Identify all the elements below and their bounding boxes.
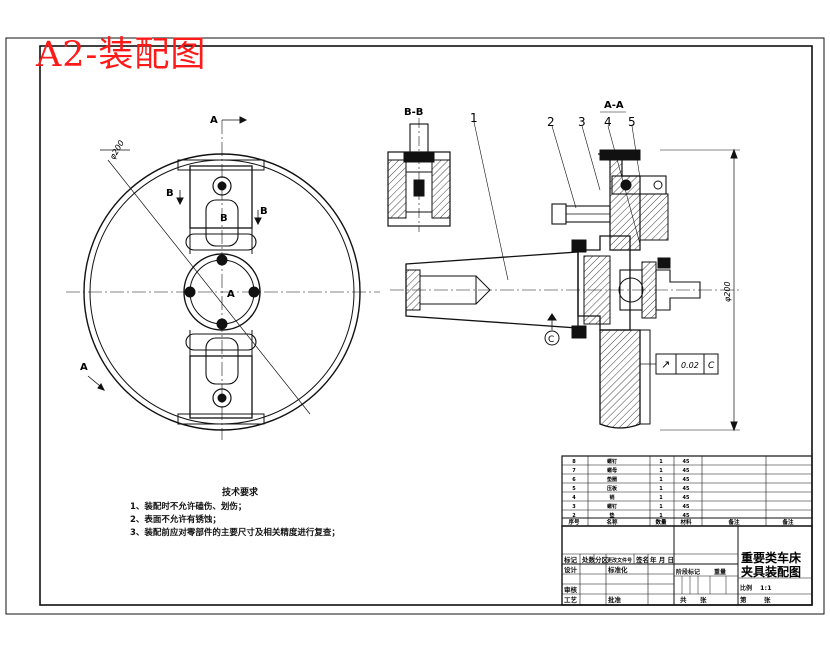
parts-list-cell: 1 [659, 504, 663, 510]
svg-text:1:1: 1:1 [760, 584, 772, 592]
parts-list-header-cell: 数量 [655, 518, 667, 526]
inner-frame [39, 45, 813, 606]
parts-list-header-cell: 材料 [680, 518, 692, 526]
drawing-title-line1: 重要类车床 [741, 550, 802, 565]
parts-list-cell: 45 [683, 477, 690, 483]
parts-list-cell: 1 [659, 495, 663, 501]
right-diameter-label: φ200 [723, 281, 732, 302]
svg-text:张: 张 [764, 595, 771, 604]
svg-text:比例: 比例 [740, 584, 752, 592]
parts-list-cell: 45 [683, 468, 690, 474]
section-aa-label: A-A [604, 100, 624, 111]
parts-list-cell: 5 [572, 486, 576, 492]
runout-symbol: ↗ [661, 358, 670, 371]
left-cut-label-top: A [210, 115, 218, 126]
parts-list-header-cell: 备注 [727, 518, 740, 526]
parts-list-cell: 螺母 [607, 467, 617, 474]
parts-list-cell: 螺钉 [607, 503, 617, 510]
svg-text:批准: 批准 [608, 595, 622, 604]
svg-text:审核: 审核 [564, 585, 578, 594]
parts-list-cell: 8 [572, 459, 576, 465]
balloon-4: 4 [604, 115, 612, 129]
svg-text:共: 共 [680, 595, 687, 604]
parts-list-cell: 45 [683, 459, 690, 465]
left-b-label-left: B [166, 188, 174, 199]
svg-text:工艺: 工艺 [564, 595, 578, 604]
technical-note-line: 3、装配前应对零部件的主要尺寸及相关精度进行复查； [130, 528, 340, 538]
svg-text:张: 张 [700, 595, 707, 604]
parts-list-header-cell: 序号 [567, 518, 580, 526]
parts-list-cell: 4 [572, 495, 576, 501]
balloon-5: 5 [628, 115, 636, 129]
parts-list-cell: 45 [683, 486, 690, 492]
svg-text:年 月 日: 年 月 日 [650, 555, 674, 564]
parts-list-cell: 1 [659, 468, 663, 474]
svg-text:标准化: 标准化 [607, 565, 628, 574]
section-aa-view [390, 111, 740, 432]
svg-text:签名: 签名 [635, 555, 649, 564]
svg-text:第: 第 [740, 595, 747, 604]
outer-frame [5, 37, 825, 615]
svg-text:设计: 设计 [564, 565, 578, 574]
parts-list-cell: 1 [659, 486, 663, 492]
parts-list-cell: 2 [572, 513, 576, 519]
parts-list-cell: 压板 [607, 485, 618, 492]
left-view [66, 116, 380, 440]
parts-list-cell: 螺钉 [607, 458, 617, 465]
parts-list-cell: 1 [659, 459, 663, 465]
balloon-1: 1 [470, 111, 478, 125]
title-block-row-labels: 标记 处数 分区 更改文件号 签名 年 月 日 设计 审核 工艺 标准化 批准 … [563, 555, 772, 604]
parts-list-cell: 销 [609, 494, 614, 501]
parts-list-header-cell: 备注 [781, 518, 794, 526]
runout-datum: C [708, 361, 715, 371]
parts-list-cell: 垫 [609, 512, 614, 519]
parts-list-cell: 垫圈 [607, 476, 617, 483]
parts-list-cell: 1 [659, 513, 663, 519]
parts-list-cell: 7 [572, 468, 576, 474]
left-cut-label-bottom: A [80, 362, 88, 373]
technical-notes: 技术要求 1、装配时不允许磕伤、划伤； 2、表面不允许有锈蚀； 3、装配前应对零… [130, 487, 380, 540]
svg-text:重量: 重量 [714, 568, 726, 576]
parts-list-cell: 3 [572, 504, 576, 510]
parts-list-header-cell: 名称 [606, 518, 618, 526]
stamp-label: A2-装配图 [36, 35, 207, 75]
title-block [561, 525, 813, 606]
balloon-3: 3 [578, 115, 586, 129]
technical-notes-title: 技术要求 [221, 488, 258, 498]
technical-note-line: 1、装配时不允许磕伤、划伤； [130, 502, 247, 512]
parts-list-cell: 45 [683, 513, 690, 519]
datum-c-label: C [548, 335, 554, 345]
svg-text:标记: 标记 [563, 555, 578, 564]
left-b-label-center: B [220, 213, 228, 224]
section-bb-label: B-B [404, 107, 423, 118]
svg-text:阶段标记: 阶段标记 [676, 568, 700, 576]
left-b-label-right: B [260, 206, 268, 217]
runout-value: 0.02 [681, 361, 699, 370]
parts-list-text: 8 螺钉 1 45 7 螺母 1 45 6 垫圈 1 45 5 压板 1 45 4 销 1 45 3 螺钉 1 45 2 垫 1 45… [567, 458, 794, 526]
balloon-2: 2 [547, 115, 555, 129]
drawing-title-line2: 夹具装配图 [741, 564, 801, 579]
svg-text:处数: 处数 [581, 555, 596, 564]
parts-list-cell: 45 [683, 495, 690, 501]
svg-text:分区: 分区 [595, 555, 609, 564]
section-bb-view [387, 118, 451, 232]
left-center-label: A [227, 289, 235, 300]
parts-list-cell: 6 [572, 477, 576, 483]
parts-list-cell: 45 [683, 504, 690, 510]
svg-text:更改文件号: 更改文件号 [607, 557, 632, 564]
parts-list-cell: 1 [659, 477, 663, 483]
technical-note-line: 2、表面不允许有锈蚀； [130, 515, 221, 525]
